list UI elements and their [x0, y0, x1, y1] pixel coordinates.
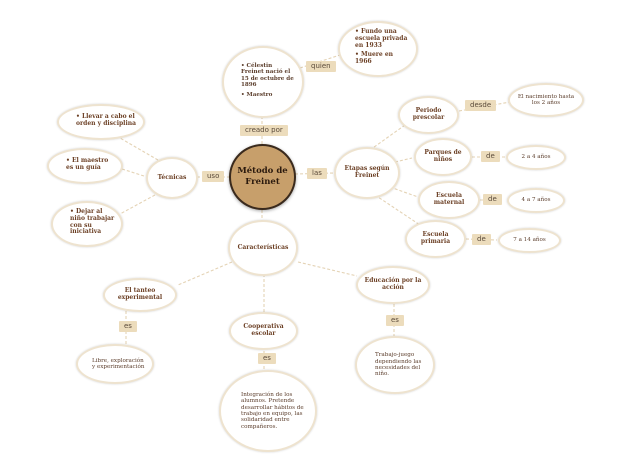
tecnicas-title: Técnicas	[157, 173, 187, 181]
cooperativa-value-text: Integración de los alumnos. Pretende des…	[241, 391, 304, 430]
edge-etapas-stage1	[369, 124, 406, 151]
stage-1-value-text: El nacimiento hasta los 2 años	[517, 93, 575, 106]
stage-4-value[interactable]: 7 a 14 años	[498, 228, 561, 253]
stage-2-name: Parques de niños	[424, 149, 462, 163]
cooperativa-node[interactable]: Cooperativa escolar	[229, 312, 298, 350]
educacion-value[interactable]: Trabajo-juego dependiendo las necesidade…	[355, 336, 435, 394]
stage-1-name: Periodo prescolar	[412, 107, 445, 121]
link-creado-por: creado por	[240, 125, 288, 136]
stage-1-node[interactable]: Periodo prescolar	[398, 96, 459, 134]
stage-3-node[interactable]: Escuela maternal	[418, 181, 480, 219]
edge-tecnicas-item2	[121, 168, 145, 177]
educacion-link: es	[386, 315, 404, 326]
stage-3-name: Escuela maternal	[433, 192, 465, 206]
edge-tecnicas-item1	[119, 137, 159, 161]
edge-tecnicas-item3	[119, 194, 156, 215]
cooperativa-link: es	[258, 353, 276, 364]
etapas-node[interactable]: Etapas según Freinet	[334, 147, 400, 199]
tanteo-value-text: Libre, exploración y experimentación	[92, 357, 145, 370]
edge-caract-tanteo	[177, 261, 233, 286]
stage-3-value[interactable]: 4 a 7 años	[507, 188, 565, 213]
edge-central-etapas	[294, 172, 335, 175]
link-uso: uso	[202, 171, 225, 182]
educacion-node[interactable]: Educación por la acción	[356, 266, 430, 304]
caracteristicas-node[interactable]: Características	[228, 220, 298, 276]
bio-line-1: Célestin Freinet nació el 15 de octubre …	[241, 63, 296, 89]
stage-2-link: de	[481, 151, 500, 162]
educacion-value-text: Trabajo-juego dependiendo las necesidade…	[375, 352, 422, 378]
tecnicas-item-1[interactable]: Llevar a cabo el orden y disciplina	[57, 104, 145, 140]
stage-4-link: de	[472, 234, 491, 245]
stage-3-link: de	[483, 194, 502, 205]
stage-4-node[interactable]: Escuela primaria	[405, 220, 466, 258]
tecnicas-item-2[interactable]: El maestro es un guía	[47, 148, 123, 184]
link-quien: quien	[306, 61, 336, 72]
stage-2-value[interactable]: 2 a 4 años	[506, 145, 566, 170]
central-title: Método de Freinet	[237, 166, 288, 187]
bio-line-2: Maestro	[241, 92, 296, 98]
freinet-bio-node[interactable]: Célestin Freinet nació el 15 de octubre …	[222, 46, 304, 118]
tanteo-link: es	[119, 321, 137, 332]
central-node[interactable]: Método de Freinet	[229, 144, 296, 210]
stage-3-value-text: 4 a 7 años	[521, 197, 551, 204]
tecnicas-node[interactable]: Técnicas	[146, 157, 198, 199]
tanteo-node[interactable]: El tanteo experimental	[103, 278, 177, 312]
link-las: las	[307, 168, 327, 179]
quien-line-2: Muere en 1966	[355, 52, 410, 66]
tecnicas-item-3[interactable]: Dejar al niño trabajar con su iniciativa	[51, 201, 123, 247]
tanteo-value[interactable]: Libre, exploración y experimentación	[76, 344, 154, 384]
educacion-name: Educación por la acción	[364, 277, 422, 291]
stage-4-value-text: 7 a 14 años	[513, 237, 546, 244]
stage-2-value-text: 2 a 4 años	[521, 154, 551, 161]
cooperativa-name: Cooperativa escolar	[243, 323, 284, 337]
caracteristicas-title: Características	[237, 243, 289, 251]
quien-node[interactable]: Fundo una escuela privada en 1933 Muere …	[338, 21, 418, 77]
stage-4-name: Escuela primaria	[420, 231, 451, 245]
edge-etapas-stage2	[394, 157, 413, 163]
tecnicas-item-3-text: Dejar al niño trabajar con su iniciativa	[70, 208, 115, 237]
edge-etapas-stage4	[374, 194, 421, 226]
edge-caract-educacion	[297, 261, 358, 277]
stage-1-value[interactable]: El nacimiento hasta los 2 años	[508, 83, 584, 117]
stage-1-link: desde	[465, 100, 497, 111]
tecnicas-item-2-text: El maestro es un guía	[66, 157, 115, 172]
stage-2-node[interactable]: Parques de niños	[414, 138, 472, 176]
tanteo-name: El tanteo experimental	[117, 287, 163, 301]
tecnicas-item-1-text: Llevar a cabo el orden y disciplina	[76, 113, 137, 128]
etapas-title: Etapas según Freinet	[344, 165, 390, 179]
cooperativa-value[interactable]: Integración de los alumnos. Pretende des…	[219, 370, 317, 452]
quien-line-1: Fundo una escuela privada en 1933	[355, 28, 410, 50]
edge-etapas-stage3	[389, 186, 419, 198]
